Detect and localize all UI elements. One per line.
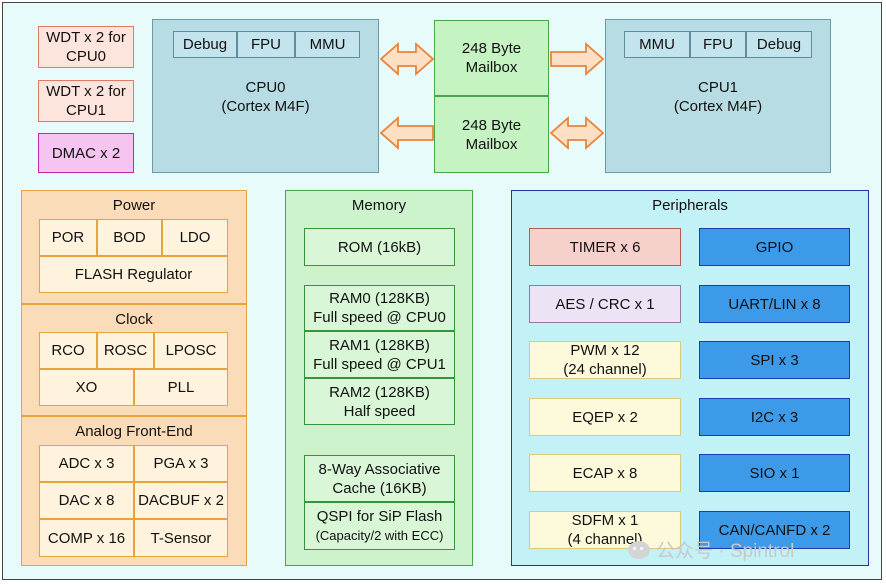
afe-pga: PGA x 3 [134,445,228,482]
memory-ram1: RAM1 (128KB) Full speed @ CPU1 [304,331,455,378]
periph-gpio: GPIO [699,228,850,266]
power-por: POR [39,219,97,256]
afe-adc: ADC x 3 [39,445,134,482]
peripherals-title: Peripherals [652,197,728,214]
periph-aes-crc: AES / CRC x 1 [529,285,681,323]
afe-dac: DAC x 8 [39,482,134,519]
clock-rco: RCO [39,332,97,369]
dmac-box: DMAC x 2 [38,133,134,173]
memory-qspi-line1: QSPI for SiP Flash [316,508,443,525]
periph-sio: SIO x 1 [699,454,850,492]
afe-dacbuf: DACBUF x 2 [134,482,228,519]
watermark-text: 公众号 · Spintrol [656,541,795,562]
periph-ecap: ECAP x 8 [529,454,681,492]
periph-uart-lin: UART/LIN x 8 [699,285,850,323]
power-flash-regulator: FLASH Regulator [39,256,228,293]
power-title: Power [112,197,156,214]
memory-qspi-line2: (Capacity/2 with ECC) [315,528,444,543]
periph-i2c: I2C x 3 [699,398,850,436]
power-bod: BOD [97,219,162,256]
afe-comp: COMP x 16 [39,519,134,557]
memory-qspi: QSPI for SiP Flash (Capacity/2 with ECC) [304,502,455,550]
clock-xo: XO [39,369,134,406]
cpu0-debug: Debug [173,31,237,58]
periph-spi: SPI x 3 [699,341,850,379]
wechat-icon [628,540,650,559]
cpu0-mmu: MMU [295,31,360,58]
memory-ram0: RAM0 (128KB) Full speed @ CPU0 [304,285,455,331]
cpu0-fpu: FPU [237,31,295,58]
clock-rosc: ROSC [97,332,154,369]
wdt-cpu0-box: WDT x 2 for CPU0 [38,26,134,68]
double-arrow-icon [549,116,605,150]
arrow-left-icon [379,116,434,150]
watermark: 公众号 · Spintrol [628,536,794,563]
power-ldo: LDO [162,219,228,256]
cpu0-label: CPU0 (Cortex M4F) [221,79,310,115]
afe-title: Analog Front-End [75,423,193,440]
cpu1-fpu: FPU [690,31,746,58]
wdt-cpu1-box: WDT x 2 for CPU1 [38,80,134,122]
memory-ram2: RAM2 (128KB) Half speed [304,378,455,425]
periph-pwm: PWM x 12 (24 channel) [529,341,681,379]
clock-pll: PLL [134,369,228,406]
clock-lposc: LPOSC [154,332,228,369]
double-arrow-icon [379,42,435,76]
cpu1-label: CPU1 (Cortex M4F) [673,79,763,115]
memory-rom: ROM (16kB) [304,228,455,266]
periph-can-canfd: CAN/CANFD x 2 [699,511,850,549]
arrow-right-icon [550,42,605,76]
afe-tsensor: T-Sensor [134,519,228,557]
memory-title: Memory [351,197,407,214]
periph-sdfm: SDFM x 1 (4 channel) [529,511,681,549]
cpu1-mmu: MMU [624,31,690,58]
cpu1-debug: Debug [746,31,812,58]
memory-cache: 8-Way Associative Cache (16KB) [304,455,455,502]
mailbox-top: 248 Byte Mailbox [434,20,549,96]
periph-timer: TIMER x 6 [529,228,681,266]
periph-eqep: EQEP x 2 [529,398,681,436]
mailbox-bottom: 248 Byte Mailbox [434,96,549,173]
clock-title: Clock [115,311,153,328]
